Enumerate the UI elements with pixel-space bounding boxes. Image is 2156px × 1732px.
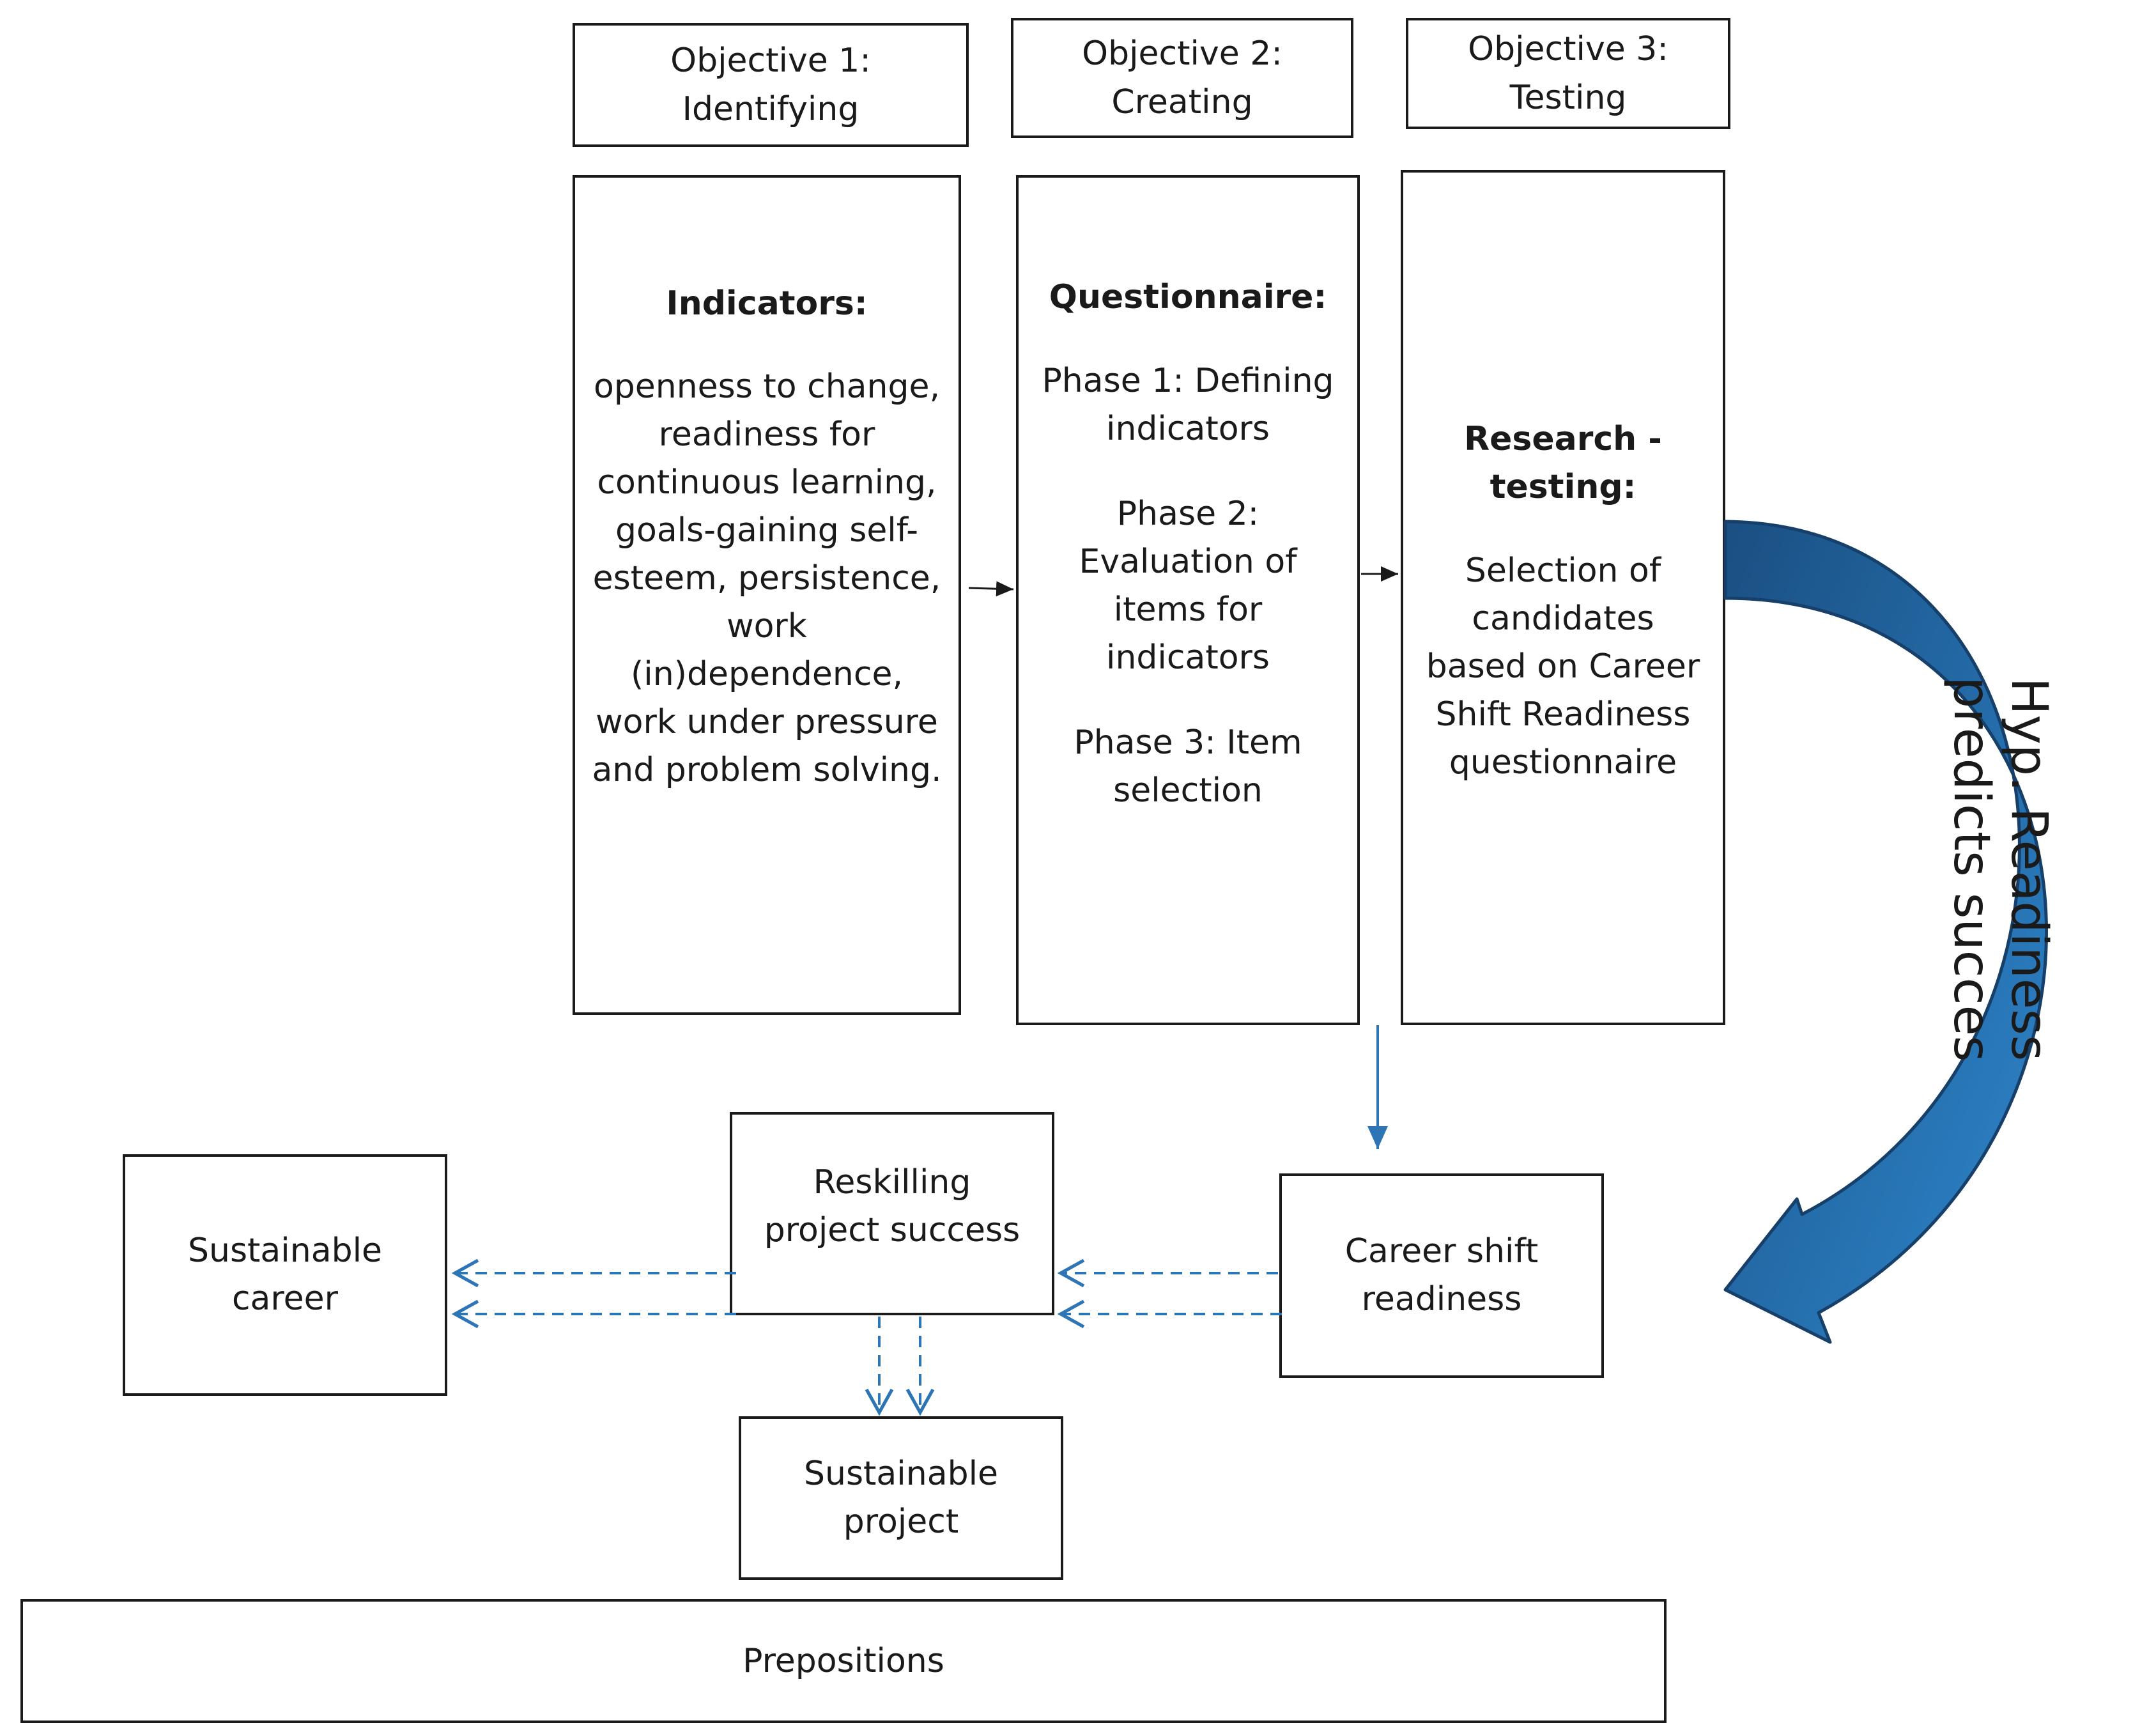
phase-1-line: indicators (1106, 410, 1270, 448)
phase-1-line: Phase 1: Defining (1042, 362, 1334, 400)
arrow-indicators-to-questionnaire (968, 581, 1014, 597)
hypothesis-line: Hyp. Readiness (2000, 677, 2058, 1062)
indicators-line: readiness for (658, 415, 875, 454)
objective-3-label: Objective 3: (1468, 30, 1668, 68)
prepositions-box: Prepositions (20, 1599, 1667, 1723)
objective-3-title: Testing (1509, 79, 1627, 117)
research-line: Selection of (1465, 552, 1661, 590)
indicators-heading: Indicators: (666, 284, 868, 323)
phase-2-line: indicators (1106, 638, 1270, 677)
reskilling-line: Reskilling (813, 1163, 971, 1202)
questionnaire-heading: Questionnaire: (1049, 278, 1327, 316)
hypothesis-label: Hyp. Readiness predicts succes (1917, 658, 2058, 1080)
hypothesis-line: predicts succes (1943, 676, 2000, 1062)
research-line: based on Career (1426, 647, 1700, 686)
reskilling-line: project success (764, 1211, 1020, 1249)
sustainable-career-line: career (231, 1280, 339, 1318)
indicators-line: and problem solving. (592, 751, 942, 789)
research-line: questionnaire (1449, 743, 1677, 782)
prepositions-label: Prepositions (743, 1641, 944, 1680)
objective-2-label: Objective 2: (1082, 35, 1282, 73)
phase-2-line: items for (1113, 591, 1263, 629)
hypothesis-curved-arrow (1723, 520, 2048, 1344)
objective-3-box: Objective 3: Testing (1406, 18, 1730, 129)
objective-2-box: Objective 2: Creating (1011, 18, 1353, 138)
research-box: Research - testing: Selection of candida… (1401, 170, 1725, 1025)
indicators-line: (in)dependence, (630, 655, 903, 693)
indicators-line: work under pressure (596, 703, 938, 741)
objective-2-title: Creating (1111, 83, 1253, 121)
indicators-line: work (727, 607, 807, 646)
research-line: Shift Readiness (1435, 695, 1691, 734)
sustainable-project-line: Sustainable (803, 1455, 999, 1493)
objective-1-box: Objective 1: Identifying (573, 23, 969, 147)
sustainable-project-box: Sustainable project (739, 1416, 1063, 1580)
career-shift-line: readiness (1361, 1280, 1522, 1318)
sustainable-career-line: Sustainable (187, 1232, 383, 1270)
research-line: candidates (1472, 599, 1654, 638)
sustainable-career-box: Sustainable career (123, 1154, 447, 1396)
career-shift-line: Career shift (1344, 1232, 1539, 1271)
research-heading: testing: (1490, 468, 1636, 506)
indicators-line: goals-gaining self- (615, 511, 918, 550)
indicators-line: esteem, persistence, (592, 559, 941, 598)
sustainable-project-line: project (843, 1503, 959, 1541)
phase-2-line: Evaluation of (1079, 543, 1297, 581)
phase-3-line: selection (1113, 771, 1263, 810)
phase-2-line: Phase 2: (1116, 495, 1259, 533)
indicators-line: continuous learning, (597, 463, 937, 502)
career-shift-readiness-box: Career shift readiness (1279, 1173, 1604, 1378)
phase-3-line: Phase 3: Item (1074, 723, 1302, 762)
indicators-box: Indicators: openness to change, readines… (573, 175, 961, 1015)
objective-1-title: Identifying (682, 90, 859, 128)
research-heading: Research - (1464, 420, 1662, 458)
questionnaire-box: Questionnaire: Phase 1: Defining indicat… (1016, 175, 1360, 1025)
objective-1-label: Objective 1: (670, 42, 871, 80)
reskilling-success-box: Reskilling project success (730, 1112, 1054, 1315)
indicators-line: openness to change, (593, 367, 941, 406)
